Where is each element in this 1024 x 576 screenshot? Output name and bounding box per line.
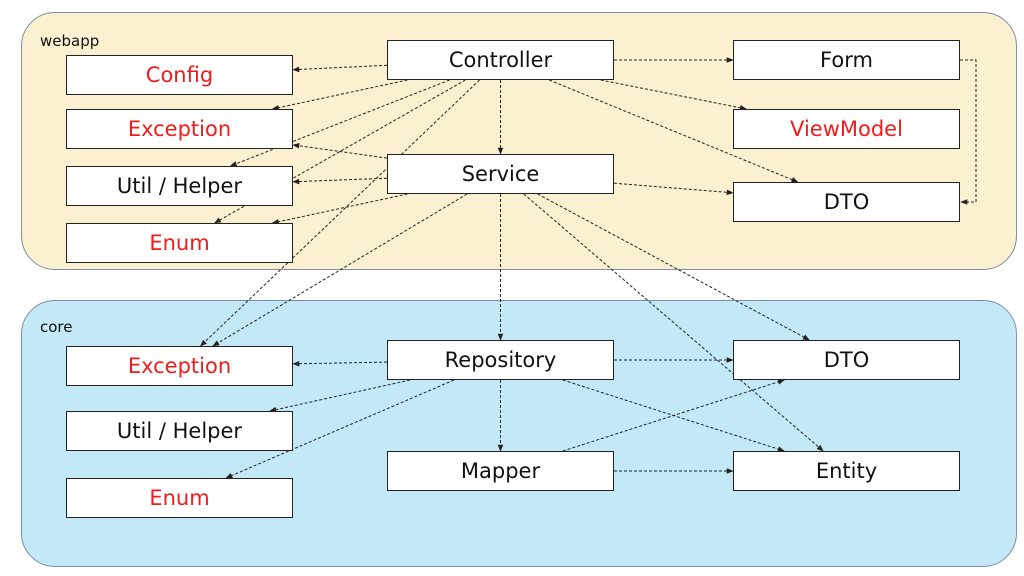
webapp-group-label: webapp xyxy=(40,32,100,50)
webapp-enum-box[interactable]: Enum xyxy=(66,223,293,263)
mapper-box[interactable]: Mapper xyxy=(387,451,614,491)
controller-box[interactable]: Controller xyxy=(387,40,614,80)
viewmodel-box[interactable]: ViewModel xyxy=(733,109,960,149)
core-util-helper-box[interactable]: Util / Helper xyxy=(66,411,293,451)
webapp-util-helper-box[interactable]: Util / Helper xyxy=(66,166,293,206)
core-dto-box[interactable]: DTO xyxy=(733,340,960,380)
form-box[interactable]: Form xyxy=(733,40,960,80)
entity-box[interactable]: Entity xyxy=(733,451,960,491)
repository-box[interactable]: Repository xyxy=(387,340,614,380)
core-exception-box[interactable]: Exception xyxy=(66,346,293,386)
core-enum-box[interactable]: Enum xyxy=(66,478,293,518)
webapp-exception-box[interactable]: Exception xyxy=(66,109,293,149)
service-box[interactable]: Service xyxy=(387,154,614,194)
webapp-dto-box[interactable]: DTO xyxy=(733,182,960,222)
webapp-config-box[interactable]: Config xyxy=(66,55,293,95)
core-group-label: core xyxy=(40,318,73,336)
